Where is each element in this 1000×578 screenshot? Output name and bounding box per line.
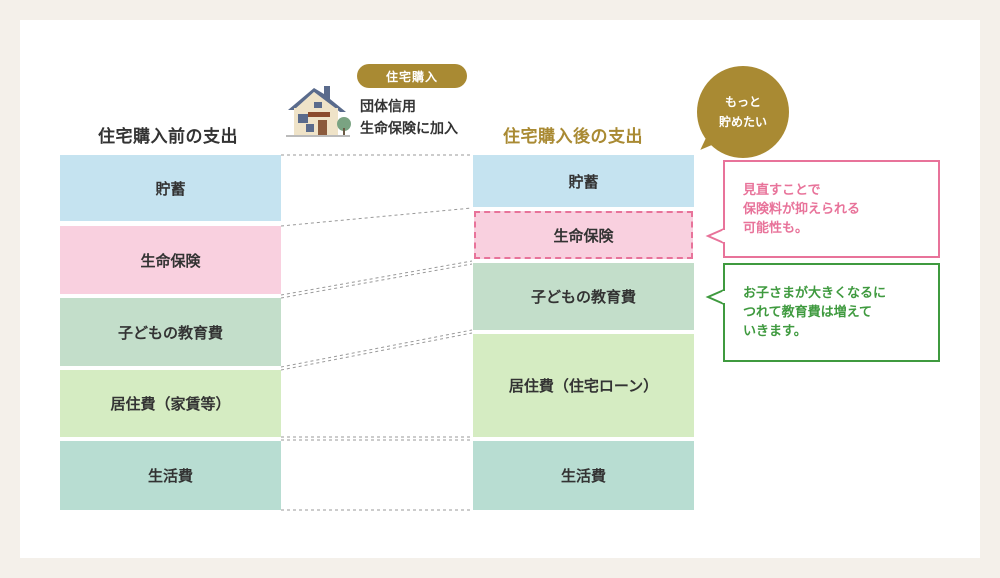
callout-arrow-caps [0, 0, 1000, 578]
